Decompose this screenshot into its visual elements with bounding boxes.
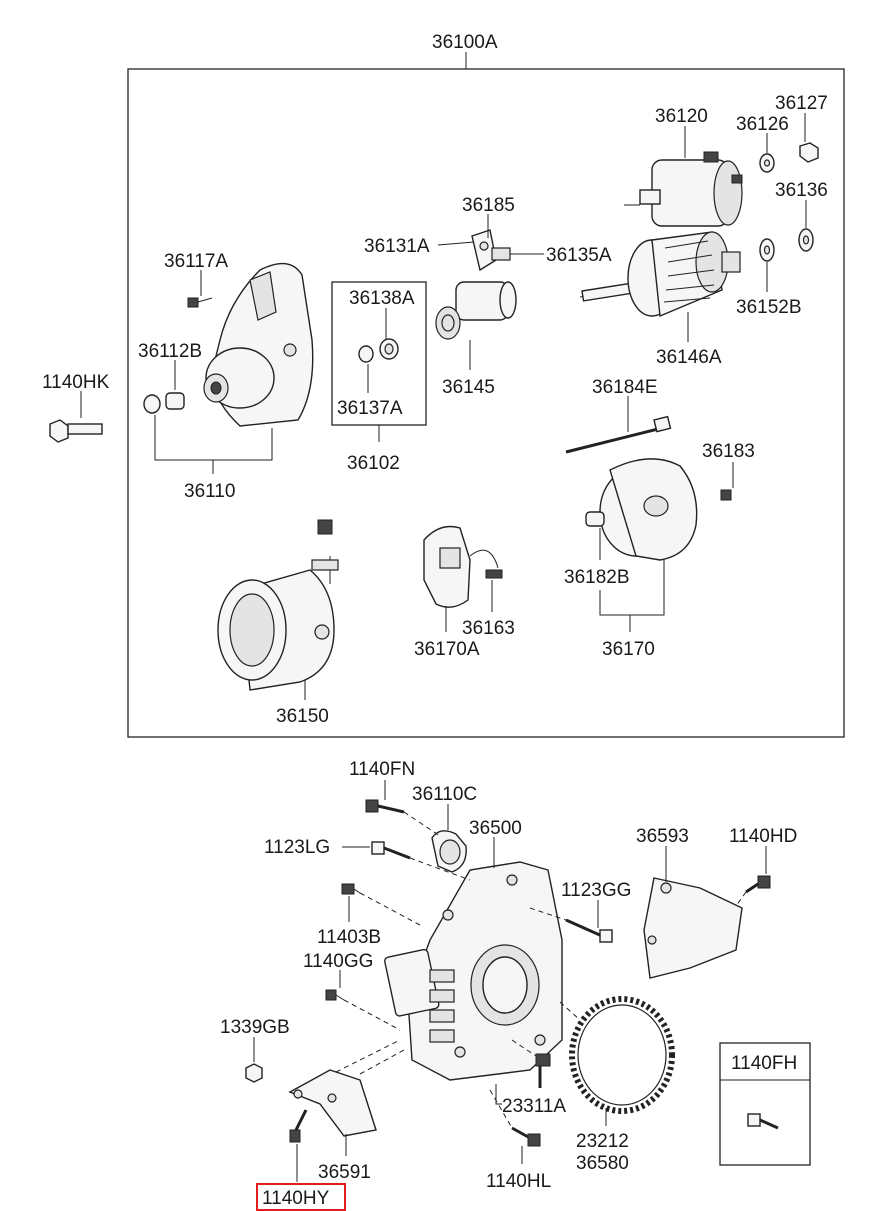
gasket-36110C [431,830,467,873]
label-36185: 36185 [462,195,515,216]
solenoid-part [624,151,743,227]
inset-1140FH-box [719,1042,811,1166]
bolt-1140HY [289,1109,308,1143]
label-36183: 36183 [702,441,755,462]
label-1140HD: 1140HD [729,826,797,847]
label-36135A: 36135A [546,245,612,266]
label-36170: 36170 [602,639,655,660]
brush-holder-part [423,525,503,608]
bolt-1140FH [747,1113,779,1130]
label-23311A: 23311A [502,1096,566,1117]
label-36127: 36127 [775,93,828,114]
label-36500: 36500 [469,818,522,839]
bracket-36591 [288,1069,377,1137]
label-1140HY[interactable]: 1140HY [262,1188,330,1209]
label-36120: 36120 [655,106,708,127]
bolt-1140HD [745,875,771,894]
bolt-1123LG [371,841,411,860]
label-36146A: 36146A [656,347,722,368]
bolt-1140FN [365,799,405,814]
bolt-11403B [341,883,361,895]
ring-36137A [358,345,374,363]
control-module [384,948,455,1043]
yoke-part [217,519,339,691]
label-36163: 36163 [462,618,515,639]
label-1123GG: 1123GG [561,880,631,901]
bracket-36593 [643,877,743,979]
label-36102: 36102 [347,453,400,474]
bracket-36500 [407,861,563,1081]
bolt-36117A [187,297,213,308]
bushing-36112B [165,392,185,410]
pinion-gear-part [435,281,517,340]
label-36110C: 36110C [412,784,477,805]
highlight-box-1140HY [256,1183,346,1211]
label-36593: 36593 [636,826,689,847]
label-36137A: 36137A [337,398,403,419]
starter-assembly-frame [127,68,845,738]
label-36126: 36126 [736,114,789,135]
bolt-1140GG [325,989,345,1001]
label-1339GB: 1339GB [220,1017,290,1038]
label-36136: 36136 [775,180,828,201]
armature-part [579,231,741,318]
label-36117A: 36117A [164,251,228,272]
bushing-36182B [585,511,605,527]
nut-36127 [799,142,819,163]
label-1140FH: 1140FH [731,1053,797,1074]
label-36110: 36110 [184,481,235,502]
label-11403B: 11403B [317,927,381,948]
label-1123LG: 1123LG [264,837,330,858]
nut-1339GB [245,1063,263,1083]
label-36112B: 36112B [138,341,202,362]
label-1140HL: 1140HL [486,1171,551,1192]
bolt-1123GG [565,918,613,943]
label-23212: 23212 [576,1131,629,1152]
label-36184E: 36184E [592,377,658,398]
label-36152B: 36152B [736,297,802,318]
bolt-1140HK [49,419,103,443]
label-36131A: 36131A [364,236,430,257]
label-36580: 36580 [576,1153,629,1174]
through-bolt-36184E [565,415,672,454]
bolt-23311A [535,1053,551,1088]
plug-36112B [143,394,161,414]
label-36591: 36591 [318,1162,371,1183]
label-36170A: 36170A [414,639,480,660]
label-36138A: 36138A [349,288,415,309]
label-36182B: 36182B [564,567,630,588]
label-1140HK: 1140HK [42,372,110,393]
label-36100A: 36100A [432,32,498,53]
bolt-1140HL [511,1126,541,1147]
label-1140FN: 1140FN [349,759,415,780]
label-36145: 36145 [442,377,495,398]
lever-part [471,229,511,272]
front-housing-part [203,262,314,427]
label-1140GG: 1140GG [303,951,373,972]
rear-cover-part [599,458,698,561]
screw-36183 [720,489,732,501]
label-36150: 36150 [276,706,329,727]
ring-gear-part [569,996,675,1114]
